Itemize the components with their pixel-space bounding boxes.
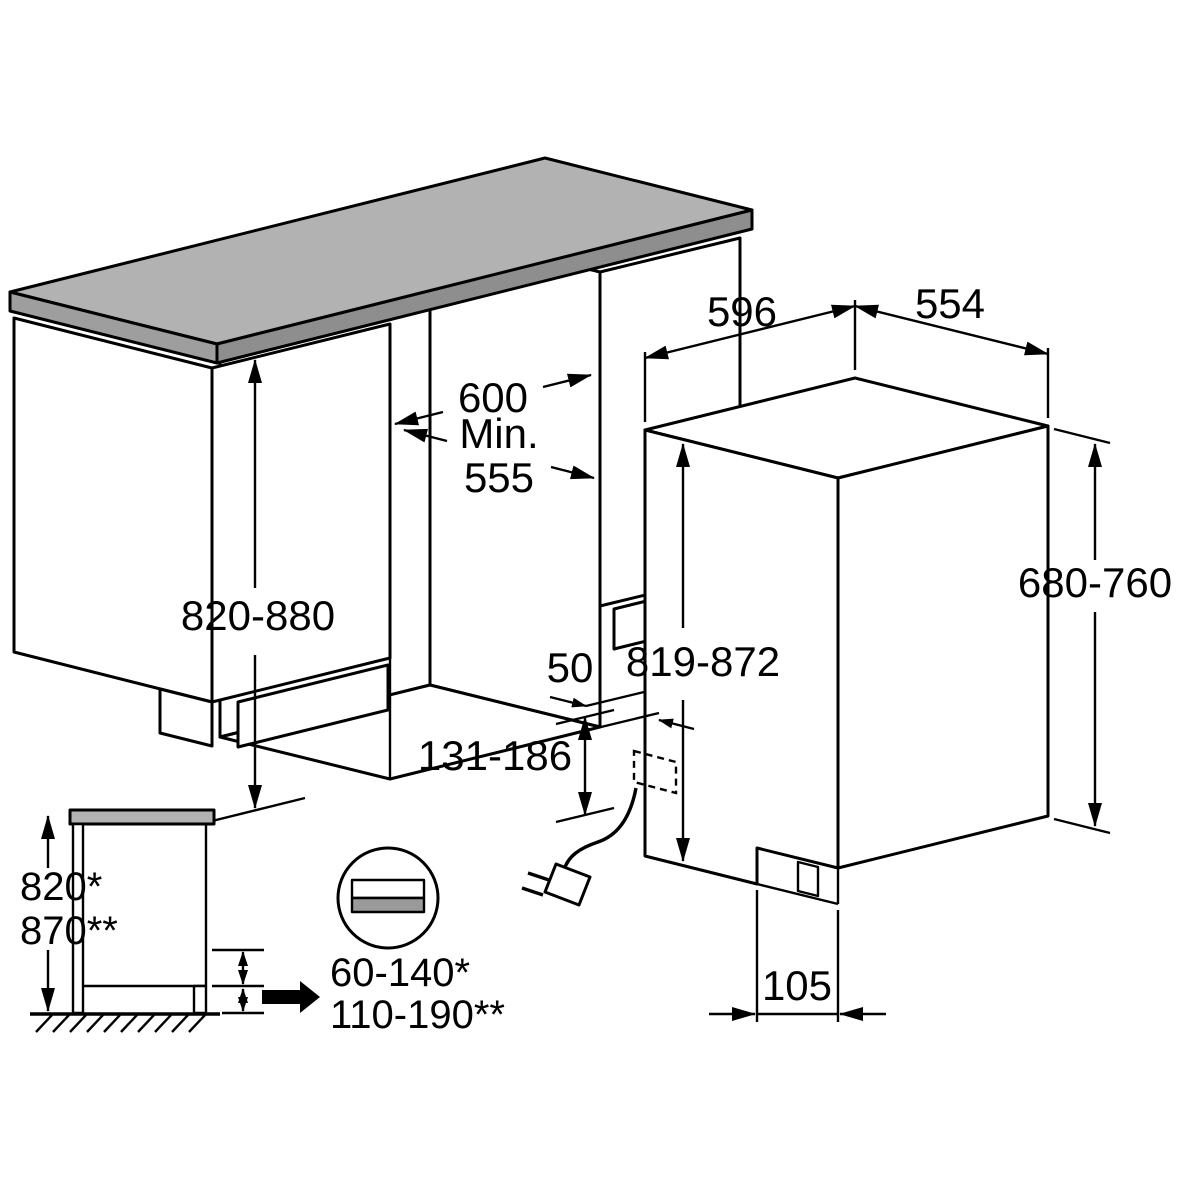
plinth-detail: 60-140* 110-190** [330, 846, 505, 1037]
worktop-height-label: 820-880 [181, 592, 335, 639]
dishwasher [521, 376, 1050, 907]
plug-prong-1 [527, 871, 550, 882]
niche-depth-label: Min. [459, 410, 538, 457]
left-cabinet-end-panel [12, 316, 214, 704]
outlet-height-label: 131-186 [418, 732, 572, 779]
dishwasher-depth-label: 554 [915, 280, 985, 327]
detail-pointer-arrow [262, 981, 320, 1013]
dimension-side-view-height: 820* 870** [20, 815, 118, 1012]
dimension-dishwasher-depth: 554 [854, 280, 1050, 418]
side-view-height-b: 870** [20, 909, 118, 953]
left-cabinet-plinth-side [158, 687, 214, 748]
dimension-outlet-offset: 50 [547, 644, 695, 731]
niche-depth-value: 555 [464, 454, 534, 501]
left-cabinet-plinth-front [236, 663, 390, 749]
dimension-plinth-recess: 105 [709, 890, 886, 1022]
dimensions: 600 Min. 555 820-880 596 554 [181, 280, 1172, 1022]
dishwasher-width-label: 596 [707, 288, 777, 335]
plinth-recess-label: 105 [762, 962, 832, 1009]
outlet-offset-label: 50 [547, 644, 594, 691]
plug-body [543, 862, 592, 907]
power-cord [562, 787, 638, 871]
outlet-position-marker [632, 749, 678, 795]
dishwasher-foot [796, 860, 820, 898]
niche-width-label: 600 [458, 374, 528, 421]
dimension-dishwasher-width: 596 [643, 288, 857, 422]
side-view-foot [192, 984, 208, 1015]
floor-hatching [35, 1014, 206, 1033]
plinth-detail-panel [350, 878, 426, 900]
dimension-door-height: 680-760 [1018, 427, 1172, 835]
dishwasher-door [836, 424, 1050, 870]
left-cabinet-front [210, 322, 392, 704]
worktop [8, 156, 754, 365]
plinth-range-a: 60-140* [330, 951, 470, 995]
dimension-outlet-height: 131-186 [418, 708, 615, 824]
door-height-label: 680-760 [1018, 559, 1172, 606]
plug-prong-2 [521, 886, 544, 897]
side-view-worktop [68, 808, 216, 826]
side-view: 820* 870** [20, 808, 320, 1033]
plug-icon [521, 862, 592, 907]
dimension-worktop-height: 820-880 [181, 359, 335, 824]
plinth-range-b: 110-190** [330, 993, 505, 1037]
worktop-left-edge [8, 290, 219, 365]
floor-tick [207, 796, 306, 824]
dimension-niche-depth: Min. 555 [403, 410, 595, 501]
dimension-dishwasher-height: 819-872 [626, 443, 780, 862]
plinth-recess-bottom-edge [756, 882, 839, 906]
side-view-height-a: 820* [20, 865, 102, 909]
dimension-plinth-adjust [212, 948, 264, 1015]
left-cabinet [12, 316, 392, 749]
plinth-detail-bar [350, 896, 426, 914]
dimension-niche-width: 600 [394, 373, 592, 426]
dishwasher-height-label: 819-872 [626, 638, 780, 685]
